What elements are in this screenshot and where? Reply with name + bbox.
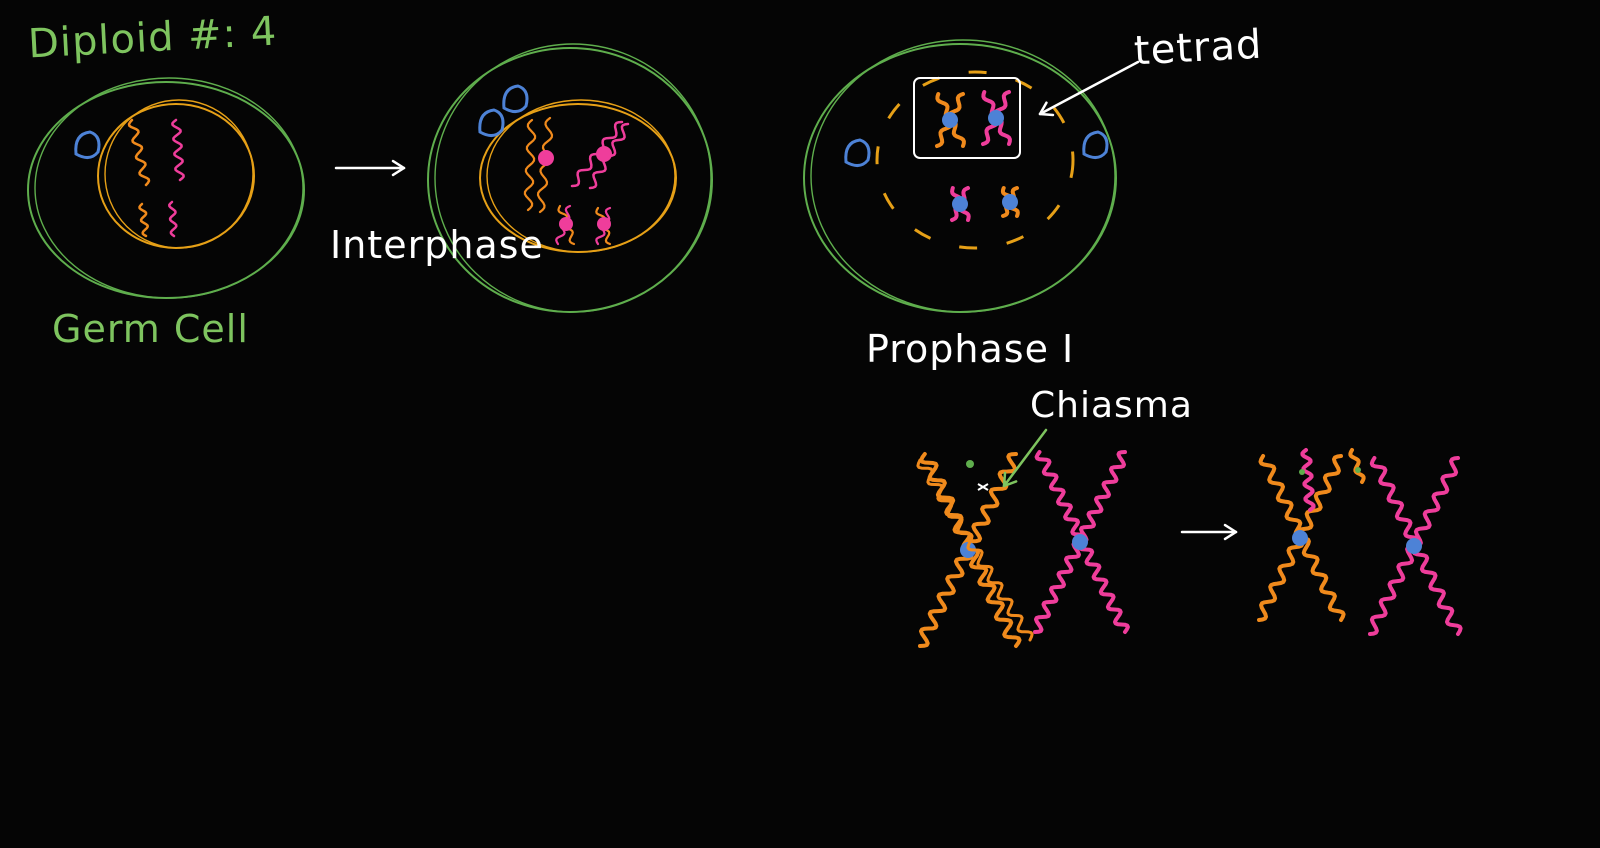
chiasma-orange-extra-chromatid [916,458,1034,642]
crossover-mark [977,483,989,491]
germ-cell-membrane-stroke [34,77,304,299]
prophase-centrosome-right [1082,130,1109,159]
interphase-centrosome-b [502,84,529,113]
prophase-tetrad-orange-centromere [942,112,958,128]
germ-chromosome-pink-short [168,200,178,238]
germ-cell-centrosome [74,130,101,159]
tetrad-highlight-box [913,77,1021,159]
recombined-pink-chromosome-centromere [1406,538,1422,554]
prophase-label: Prophase I [866,327,1075,371]
interphase-arrow-head [391,159,406,177]
chiasma-pink-homolog-centromere [1072,534,1088,550]
germ-chromosome-pink-long [171,118,185,182]
germ-cell-nucleus-stroke [104,99,254,249]
chiasma-arrow-head [1002,471,1018,488]
interphase-cell-nucleus-stroke [486,99,676,253]
tetrad-label: tetrad [1132,21,1264,75]
interphase-small-centromere-a [559,217,573,231]
recombination-arrow-head [1223,523,1238,541]
recombined-pink-crossover-dot [1355,467,1361,473]
recombined-orange-chromosome-centromere [1292,530,1308,546]
interphase-orange-chromatid-a [523,118,537,212]
germ-chromosome-orange-long [127,118,151,187]
chiasma-label: Chiasma [1030,385,1193,426]
interphase-label: Interphase [330,223,544,267]
prophase-cell-membrane-stroke [810,39,1116,313]
recombined-orange-pink-segment [1300,448,1316,512]
tetrad-arrow-head [1038,101,1055,117]
germ-chromosome-orange-short [138,202,149,238]
recombined-orange-crossover-dot [1299,469,1305,475]
crossover-point [966,460,974,468]
prophase-dissolving-nucleus [875,70,1075,250]
interphase-centrosome-a [478,108,505,137]
germ-cell-label: Germ Cell [52,307,249,351]
interphase-pink-centromere-a [538,150,554,166]
tetrad-arrow [1038,60,1140,116]
prophase-centrosome-left [844,138,871,167]
recombined-pink-orange-segment [1348,448,1366,484]
chiasma-arrow [1002,428,1048,488]
interphase-cell-membrane-stroke [434,43,712,313]
interphase-small-centromere-b [597,217,611,231]
interphase-pink-centromere-b [596,146,612,162]
prophase-small-pink-centromere [952,196,968,212]
prophase-small-orange-centromere [1002,194,1018,210]
prophase-tetrad-pink-centromere [988,110,1004,126]
